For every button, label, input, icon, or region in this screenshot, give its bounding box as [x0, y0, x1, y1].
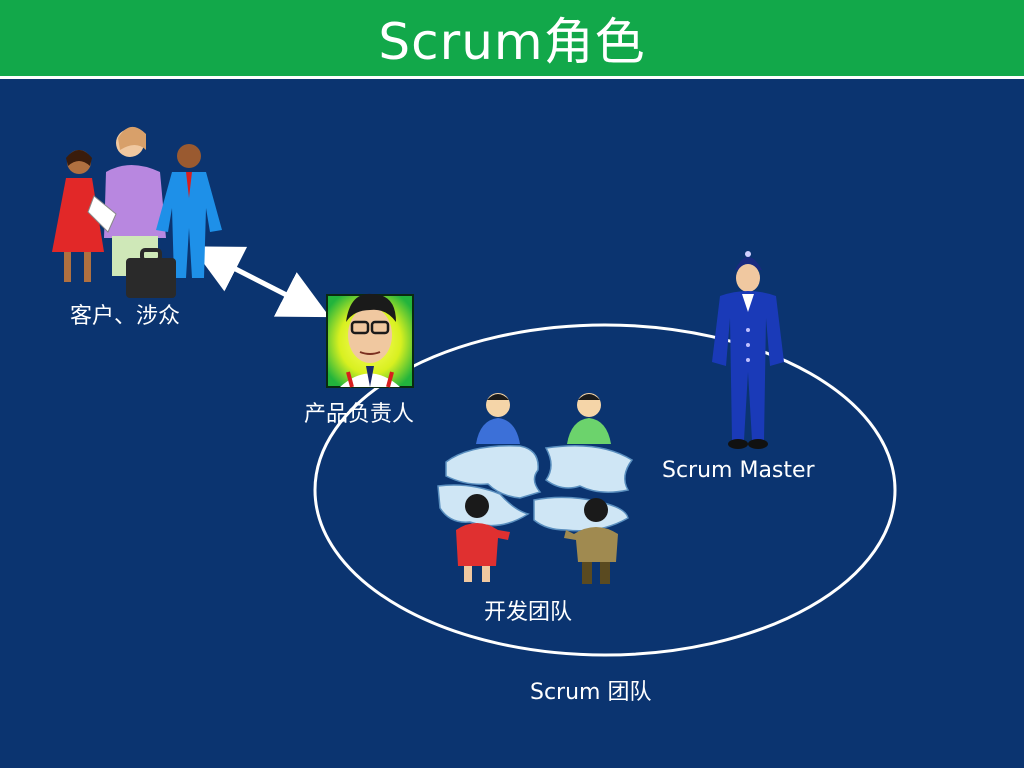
- scrum-master-figure: [712, 251, 784, 449]
- stakeholders-label: 客户、涉众: [70, 304, 181, 329]
- scrum-master-label: Scrum Master: [662, 458, 815, 483]
- stakeholders-figure: [52, 126, 222, 298]
- scrum-team-ellipse: [313, 323, 897, 657]
- dev-team-label: 开发团队: [484, 600, 573, 625]
- stakeholder-po-arrow: [191, 246, 330, 318]
- dev-team-figure: [437, 393, 634, 584]
- slide-title: Scrum角色: [378, 13, 646, 71]
- scrum-team-label: Scrum 团队: [530, 680, 652, 705]
- product-owner-figure: [326, 293, 414, 388]
- product-owner-label: 产品负责人: [304, 402, 415, 427]
- title-bar: Scrum角色: [0, 0, 1024, 79]
